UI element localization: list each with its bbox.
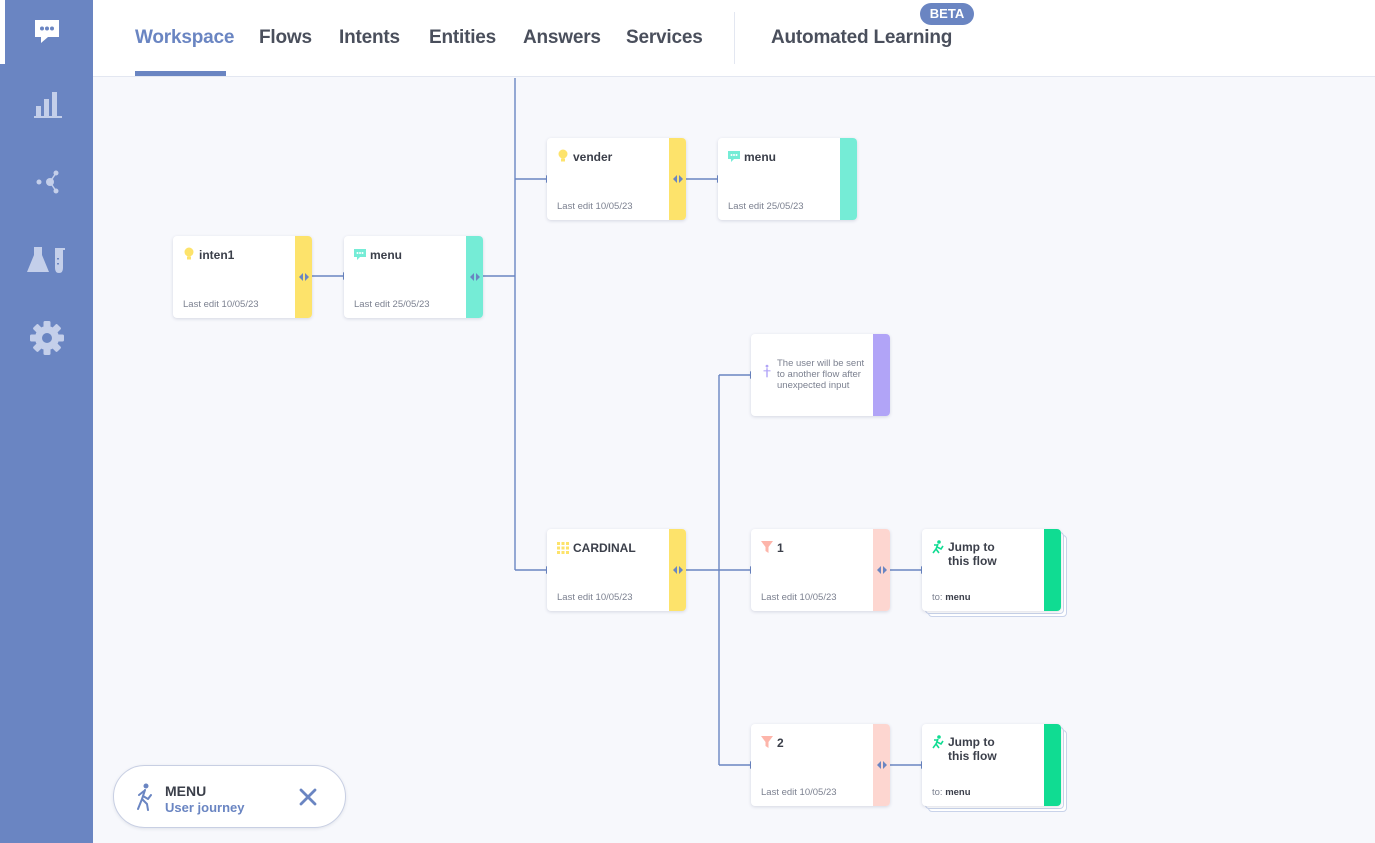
jump-target: to: menu: [932, 592, 971, 603]
sidebar-item-settings[interactable]: [0, 306, 93, 370]
node-last-edit: Last edit 10/05/23: [557, 201, 633, 212]
fallback-node[interactable]: The user will be sent to another flow af…: [751, 334, 890, 416]
node-last-edit: Last edit 25/05/23: [728, 201, 804, 212]
bar-chart-icon: [33, 92, 62, 118]
journey-flow-name: MENU: [165, 783, 207, 799]
tab-entities[interactable]: Entities: [429, 27, 497, 48]
gear-icon: [29, 321, 64, 355]
journey-subtitle: User journey: [165, 800, 245, 815]
jump-icon: [932, 540, 944, 554]
intent-node-inten1[interactable]: inten1 Last edit 10/05/23: [173, 236, 312, 318]
fallback-description: The user will be sent to another flow af…: [777, 358, 865, 391]
filter-node-2[interactable]: 2 Last edit 10/05/23: [751, 724, 890, 806]
node-color-strip: [1044, 529, 1061, 611]
node-color-strip: [873, 334, 890, 416]
tab-answers[interactable]: Answers: [523, 27, 601, 48]
tab-flows[interactable]: Flows: [259, 27, 312, 48]
sidebar: [0, 0, 93, 843]
entity-grid-icon: [557, 542, 569, 554]
expand-arrows-icon: [298, 273, 309, 281]
jump-target: to: menu: [932, 787, 971, 798]
intent-node-vender[interactable]: vender Last edit 10/05/23: [547, 138, 686, 220]
tab-automated-learning[interactable]: Automated Learning: [771, 27, 953, 48]
chat-icon: [728, 151, 740, 162]
sidebar-active-indicator: [0, 0, 5, 64]
entity-node-cardinal[interactable]: CARDINAL Last edit 10/05/23: [547, 529, 686, 611]
expand-arrows-icon: [672, 566, 683, 574]
expand-arrows-icon: [876, 566, 887, 574]
lab-flask-icon: [26, 247, 65, 273]
chat-icon: [354, 249, 366, 260]
share-nodes-icon: [36, 170, 58, 194]
node-title: 2: [777, 736, 784, 750]
lightbulb-icon: [558, 149, 568, 162]
node-connector-handle[interactable]: [669, 529, 686, 611]
close-icon[interactable]: [298, 787, 318, 807]
tab-divider: [734, 12, 735, 64]
top-nav: Workspace Flows Intents Entities Answers…: [93, 0, 1375, 77]
walking-person-icon: [137, 783, 152, 811]
sidebar-item-chat[interactable]: [0, 0, 93, 64]
node-title: 1: [777, 541, 784, 555]
node-color-strip: [840, 138, 857, 220]
tab-workspace[interactable]: Workspace: [135, 27, 235, 48]
node-last-edit: Last edit 10/05/23: [761, 787, 837, 798]
user-journey-pill[interactable]: MENU User journey: [113, 765, 346, 828]
node-color-strip: [1044, 724, 1061, 806]
node-title: CARDINAL: [573, 541, 636, 555]
node-connector-handle[interactable]: [295, 236, 312, 318]
node-connector-handle[interactable]: [669, 138, 686, 220]
answer-node-menu[interactable]: menu Last edit 25/05/23: [344, 236, 483, 318]
node-connector-handle[interactable]: [873, 529, 890, 611]
expand-arrows-icon: [672, 175, 683, 183]
flow-canvas[interactable]: inten1 Last edit 10/05/23 menu Last edit…: [93, 78, 1375, 843]
node-last-edit: Last edit 25/05/23: [354, 299, 430, 310]
node-title: menu: [744, 150, 777, 164]
node-last-edit: Last edit 10/05/23: [183, 299, 259, 310]
node-last-edit: Last edit 10/05/23: [761, 592, 837, 603]
node-connector-handle[interactable]: [466, 236, 483, 318]
beta-badge: BETA: [920, 3, 974, 25]
jump-icon: [932, 735, 944, 749]
tab-services[interactable]: Services: [626, 27, 703, 48]
expand-arrows-icon: [469, 273, 480, 281]
filter-icon: [761, 541, 773, 553]
sidebar-item-testing[interactable]: [0, 228, 93, 292]
fallback-person-icon: [763, 364, 771, 378]
lightbulb-icon: [184, 247, 194, 260]
expand-arrows-icon: [876, 761, 887, 769]
filter-icon: [761, 736, 773, 748]
tab-intents[interactable]: Intents: [339, 27, 400, 48]
node-last-edit: Last edit 10/05/23: [557, 592, 633, 603]
filter-node-1[interactable]: 1 Last edit 10/05/23: [751, 529, 890, 611]
tab-active-underline: [135, 71, 226, 76]
node-connector-handle[interactable]: [873, 724, 890, 806]
node-title: menu: [370, 248, 403, 262]
sidebar-item-integrations[interactable]: [0, 150, 93, 214]
sidebar-item-analytics[interactable]: [0, 72, 93, 136]
node-title: vender: [573, 150, 613, 164]
node-title: inten1: [199, 248, 235, 262]
chat-bubble-icon: [34, 20, 59, 43]
answer-node-menu-2[interactable]: menu Last edit 25/05/23: [718, 138, 857, 220]
